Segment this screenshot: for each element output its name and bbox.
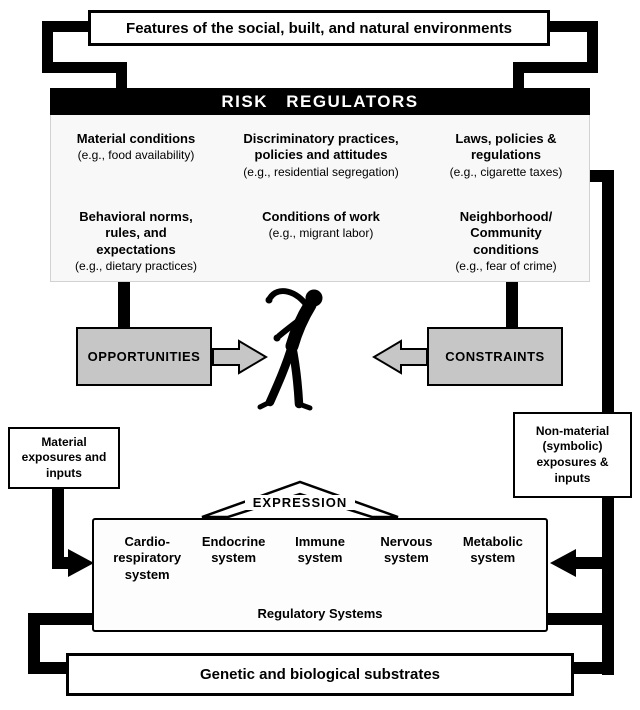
system-nervous: Nervous system <box>380 534 433 566</box>
connector-right-arrow-shaft <box>574 557 604 569</box>
item-example: (e.g., residential segregation) <box>243 164 399 179</box>
constraints-label: CONSTRAINTS <box>445 349 545 364</box>
connector-top-left-horizontal <box>42 21 90 32</box>
system-cardiorespiratory: Cardio- respiratory system <box>113 534 182 582</box>
genetic-substrates-box: Genetic and biological substrates <box>66 653 574 696</box>
connector-right-rail-to-substrates <box>572 662 614 674</box>
connector-panel-to-opportunities <box>118 282 130 328</box>
risk-regulators-panel: Material conditions (e.g., food availabi… <box>50 115 590 282</box>
risk-regulators-header: RISK REGULATORS <box>50 88 590 115</box>
connector-bottom-left-step <box>28 613 92 625</box>
risk-regulator-item-conditions-of-work: Conditions of work (e.g., migrant labor) <box>221 209 421 281</box>
risk-regulator-item-behavioral-norms: Behavioral norms, rules, and expectation… <box>51 209 221 281</box>
material-exposures-box: Material exposures and inputs <box>8 427 120 489</box>
item-title: Conditions of work <box>262 209 380 224</box>
risk-regulator-item-discriminatory-practices: Discriminatory practices, policies and a… <box>221 131 421 209</box>
constraints-box: CONSTRAINTS <box>427 327 563 386</box>
item-example: (e.g., dietary practices) <box>74 258 198 273</box>
constraints-arrow-icon <box>372 339 428 375</box>
connector-top-right-drop <box>513 62 524 90</box>
connector-top-left-drop <box>116 62 127 90</box>
item-title: Laws, policies & regulations <box>455 131 557 163</box>
system-endocrine: Endocrine system <box>201 534 266 566</box>
regulatory-systems-caption: Regulatory Systems <box>257 606 383 621</box>
risk-regulator-item-laws-policies: Laws, policies & regulations (e.g., ciga… <box>421 131 591 209</box>
right-input-arrow-icon <box>550 549 576 577</box>
environments-box: Features of the social, built, and natur… <box>88 10 550 46</box>
connector-bottom-left-horizontal <box>28 662 68 674</box>
item-title: Neighborhood/ Community conditions <box>459 209 553 257</box>
item-example: (e.g., food availability) <box>77 148 195 163</box>
connector-right-rail-to-regbox <box>548 613 614 625</box>
opportunities-label: OPPORTUNITIES <box>87 349 201 364</box>
opportunities-box: OPPORTUNITIES <box>76 327 212 386</box>
systems-row: Cardio- respiratory system Endocrine sys… <box>104 534 536 583</box>
system-metabolic: Metabolic system <box>462 534 523 566</box>
connector-left-rail <box>52 488 64 569</box>
connector-top-right-horizontal <box>550 21 598 32</box>
left-input-arrow-icon <box>68 549 94 577</box>
item-title: Behavioral norms, rules, and expectation… <box>79 209 193 257</box>
connector-top-right-step <box>513 62 598 73</box>
connector-top-left-vertical <box>42 21 53 73</box>
connector-top-right-vertical <box>587 21 598 73</box>
opportunities-arrow-icon <box>212 339 268 375</box>
item-example: (e.g., cigarette taxes) <box>449 164 563 179</box>
item-example: (e.g., migrant labor) <box>268 226 374 241</box>
connector-top-left-step <box>42 62 127 73</box>
regulatory-systems-box: Cardio- respiratory system Endocrine sys… <box>92 518 548 632</box>
item-title: Material conditions <box>76 131 196 146</box>
item-example: (e.g., fear of crime) <box>455 258 557 273</box>
risk-regulator-item-neighborhood-conditions: Neighborhood/ Community conditions (e.g.… <box>421 209 591 281</box>
item-title: Discriminatory practices, policies and a… <box>243 131 399 163</box>
genetic-substrates-label: Genetic and biological substrates <box>199 666 441 683</box>
risk-regulators-title: RISK REGULATORS <box>221 91 419 111</box>
expression-label: EXPRESSION <box>245 495 355 510</box>
risk-regulator-item-material-conditions: Material conditions (e.g., food availabi… <box>51 131 221 209</box>
environments-label: Features of the social, built, and natur… <box>126 19 512 37</box>
connector-bottom-left-vertical <box>28 613 40 674</box>
nonmaterial-exposures-box: Non-material (symbolic) exposures & inpu… <box>513 412 632 498</box>
stretching-person-icon <box>257 288 323 411</box>
system-immune: Immune system <box>295 534 345 566</box>
connector-panel-to-constraints <box>506 282 518 328</box>
